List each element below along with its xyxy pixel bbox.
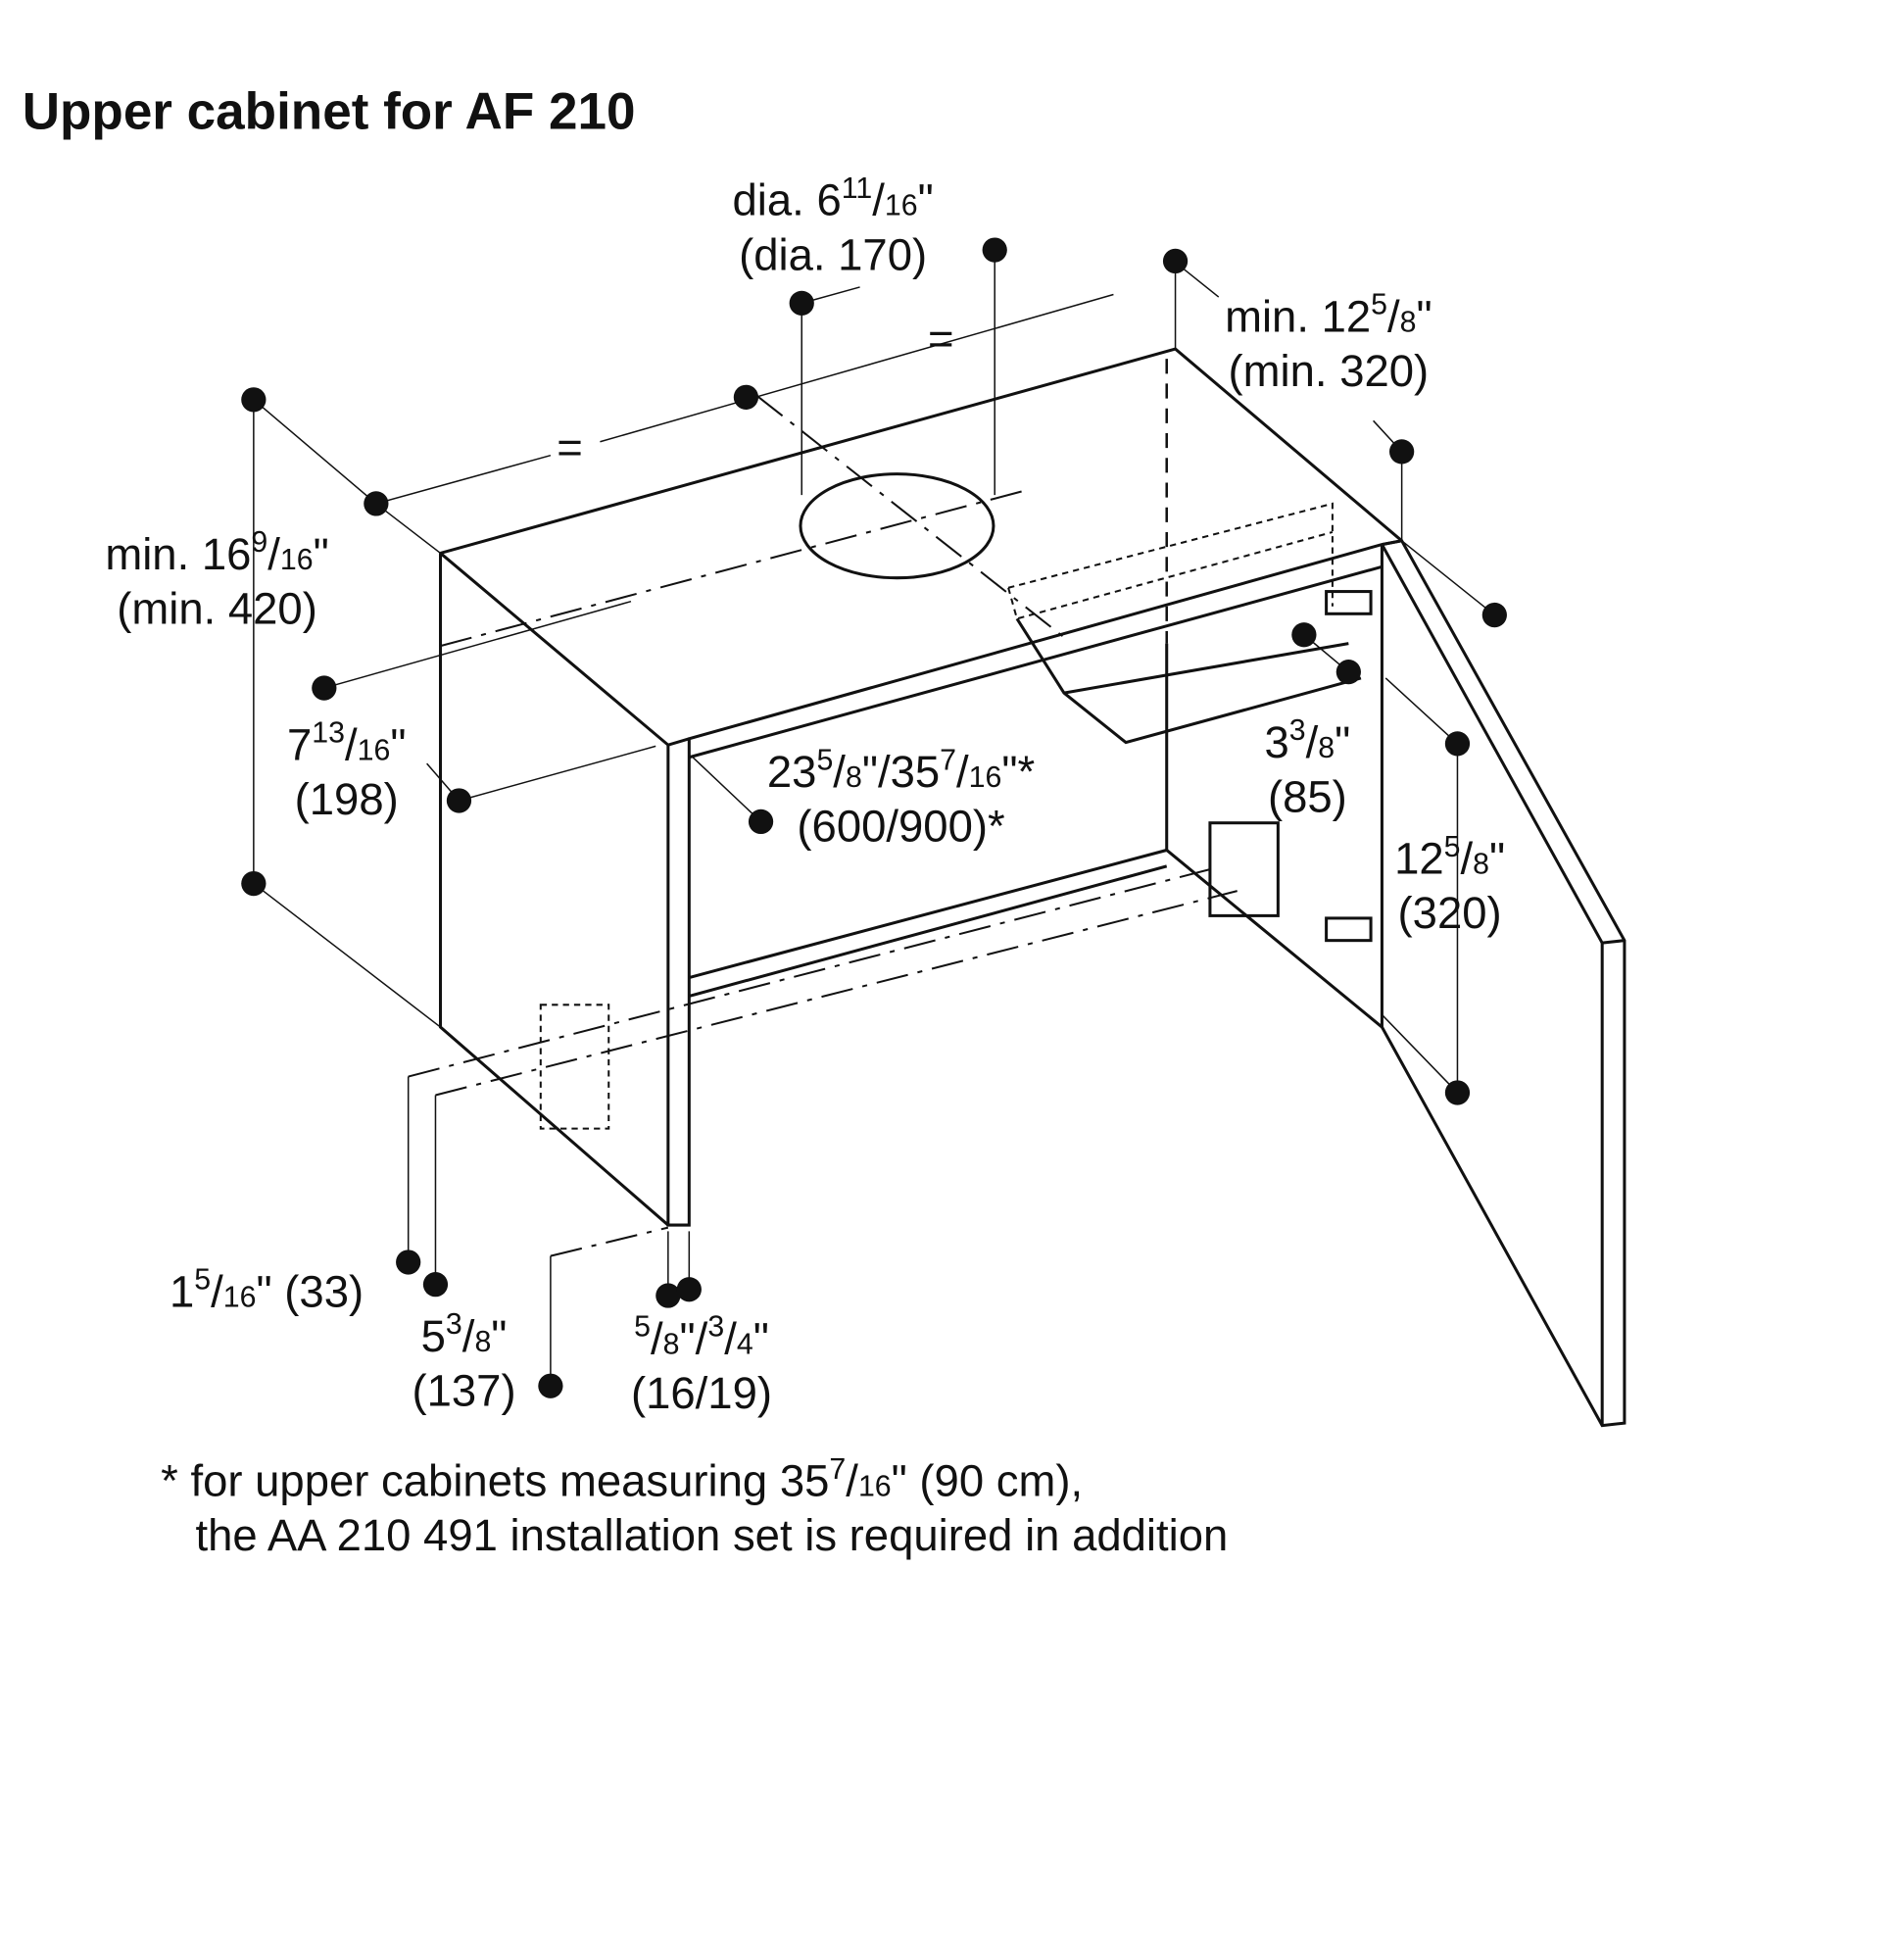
equal-mark-left: =: [557, 421, 583, 473]
fraction-den: 4: [736, 1327, 753, 1361]
footnote: * for upper cabinets measuring 35716" (9…: [161, 1452, 1229, 1563]
dim-depth-min: min. 1258" (min. 320): [1225, 288, 1432, 398]
fraction-den: 16: [279, 543, 314, 577]
dim-offset-198: 71316" (198): [286, 716, 407, 826]
unit: ": [1335, 716, 1351, 767]
fraction-num: 5: [194, 1263, 223, 1297]
fraction-den: 16: [884, 189, 918, 223]
fraction-den: 16: [968, 760, 1002, 795]
center-lines: [408, 359, 1238, 1257]
dim-value: 23: [766, 746, 817, 798]
fraction-den: 16: [857, 1470, 892, 1504]
unit: ": [313, 528, 329, 579]
dim-value-2: "/35: [861, 746, 941, 798]
dim-offset-85: 338" (85): [1264, 714, 1351, 824]
fraction-den: 8: [845, 760, 862, 795]
dim-value: 1: [169, 1265, 195, 1317]
fraction-den: 8: [474, 1325, 492, 1359]
unit: " (33): [256, 1265, 364, 1317]
footnote-text-2: the AA 210 491 installation set is requi…: [195, 1509, 1229, 1561]
dim-metric: (600/900)*: [797, 800, 1005, 852]
fraction-num: 3: [446, 1308, 475, 1342]
dim-value: min. 16: [105, 528, 252, 579]
equal-mark-right: =: [928, 313, 954, 365]
cabinet-outline: [439, 347, 1403, 1227]
unit: ": [679, 1312, 696, 1364]
dim-value: 3: [1264, 716, 1289, 767]
page-title: Upper cabinet for AF 210: [22, 81, 636, 140]
unit: ": [1489, 832, 1506, 884]
dim-metric: (min. 320): [1228, 345, 1430, 397]
fraction-num: 7: [940, 744, 969, 777]
fraction-den: 8: [1473, 847, 1490, 882]
fraction-den: 16: [357, 733, 391, 767]
dim-metric: (min. 420): [117, 582, 317, 634]
dim-door-320: 1258" (320): [1394, 830, 1506, 941]
dim-metric: (137): [412, 1364, 516, 1416]
dim-metric: (dia. 170): [739, 228, 928, 280]
fraction-num: 7: [829, 1452, 858, 1486]
dim-metric: (85): [1267, 770, 1347, 822]
fraction-num: 5: [1444, 830, 1474, 863]
dim-value: 7: [286, 718, 313, 770]
fraction-den: 16: [222, 1280, 257, 1314]
fraction-num: 5: [1371, 288, 1400, 321]
dim-metric: (16/19): [630, 1367, 773, 1419]
dim-value: min. 12: [1225, 290, 1372, 342]
unit: ": [917, 174, 934, 225]
footnote-text: " (90 cm),: [891, 1454, 1084, 1506]
dimension-lines: [253, 250, 1495, 1387]
dim-panel-thickness: 58"/34" (16/19): [630, 1310, 773, 1420]
unit: ": [390, 718, 407, 770]
fraction-num: 9: [251, 526, 280, 560]
unit: ": [752, 1312, 769, 1364]
dim-metric: (198): [294, 773, 399, 824]
dim-metric: (320): [1397, 887, 1502, 939]
unit: ": [1416, 290, 1432, 342]
fraction-num: 5: [816, 744, 846, 777]
fraction-num: 3: [1289, 714, 1319, 748]
dim-value: dia. 6: [732, 174, 842, 225]
unit: "*: [1001, 746, 1036, 798]
dim-offset-137: 538" (137): [412, 1308, 516, 1418]
dim-value: 5: [420, 1310, 446, 1361]
dim-value: 12: [1394, 832, 1444, 884]
fraction-num: 11: [842, 172, 885, 206]
dim-width: 2358"/35716"* (600/900)*: [766, 744, 1036, 854]
dim-offset-33: 1516" (33): [169, 1263, 364, 1319]
dim-height-min: min. 16916" (min. 420): [105, 526, 329, 636]
fraction-den: 8: [1399, 305, 1417, 339]
dim-duct-diameter: dia. 61116" (dia. 170): [732, 172, 934, 282]
duct-opening: [799, 472, 995, 580]
fraction-den: 8: [662, 1327, 680, 1361]
fraction-den: 8: [1318, 731, 1335, 765]
fraction-num: 13: [312, 716, 357, 750]
fraction-num: 3: [707, 1310, 737, 1344]
dimension-dots: [241, 237, 1507, 1398]
footnote-text: * for upper cabinets measuring 35: [161, 1454, 830, 1506]
cabinet-door: [1381, 539, 1626, 1428]
unit: ": [491, 1310, 508, 1361]
fraction-num: 5: [634, 1310, 663, 1344]
